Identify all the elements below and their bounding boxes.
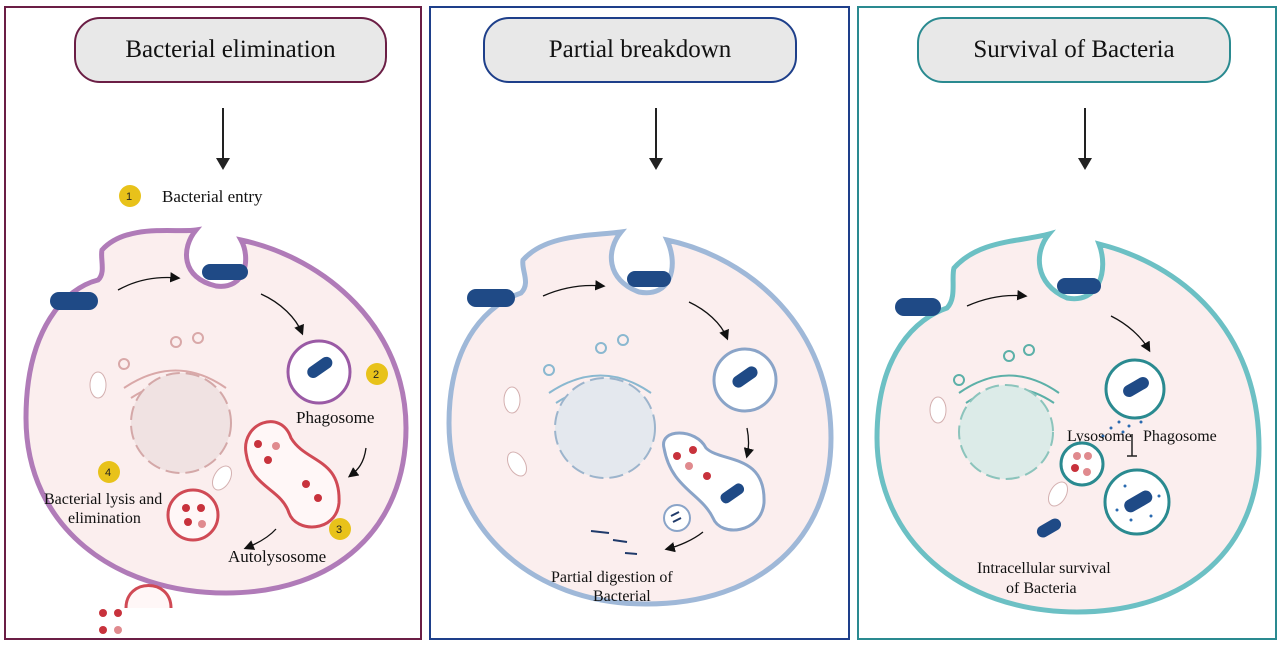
partial-digestion-label-line1: Partial digestion of: [551, 569, 673, 586]
lysosome: [1059, 441, 1105, 487]
lysosome-label: Lysosome: [1067, 428, 1132, 445]
survival-label-line2: of Bacteria: [1006, 580, 1077, 597]
panel-survival-of-bacteria: Survival of Bacteria Lysosome Phagosome …: [857, 6, 1277, 640]
panel-bacterial-elimination: Bacterial elimination 1 Bacterial entry …: [4, 6, 422, 640]
cell-diagram: 1 Bacterial entry 2 Phagosome 3 Autolyso…: [23, 108, 409, 634]
nucleus: [554, 377, 656, 479]
survival-label-line1: Intracellular survival: [977, 560, 1111, 577]
panel-title: Partial breakdown: [483, 17, 797, 83]
phagosome-surviving-bacterium: [1103, 468, 1171, 536]
bacterial-fragments: [590, 530, 638, 555]
phagosome: [712, 347, 778, 413]
autolysosome-label: Autolysosome: [228, 547, 326, 566]
cell-diagram: Partial digestion of Bacterial: [446, 108, 834, 607]
mitochondrion: [1048, 481, 1068, 507]
bacterium: [1057, 278, 1101, 294]
svg-text:2: 2: [373, 369, 379, 381]
step-badge-1: 1: [119, 185, 141, 207]
down-arrow-icon: [1078, 108, 1092, 170]
svg-text:3: 3: [336, 524, 342, 536]
phagosome: [286, 339, 352, 405]
autolysosome: [662, 431, 766, 532]
mitochondrion: [929, 396, 947, 424]
nucleus: [130, 372, 232, 474]
step-badge-3: 3: [329, 518, 351, 540]
step-badge-2: 2: [366, 363, 388, 385]
svg-text:1: 1: [126, 191, 132, 203]
vesicle: [663, 504, 691, 532]
panel-title: Survival of Bacteria: [917, 17, 1231, 83]
inhibition-symbol-icon: [1127, 434, 1137, 457]
autolysosome: [244, 420, 341, 529]
bacterium-surviving: [1036, 518, 1062, 538]
bacterium: [895, 298, 941, 316]
partial-digestion-label-line2: Bacterial: [593, 588, 651, 605]
released-enzymes: [99, 609, 122, 634]
phagosome-label: Phagosome: [1143, 428, 1217, 445]
phagosome: [1104, 358, 1166, 420]
down-arrow-icon: [216, 108, 230, 170]
mitochondrion: [507, 451, 527, 477]
panel-title: Bacterial elimination: [74, 17, 387, 83]
phagosome-label: Phagosome: [296, 408, 374, 427]
svg-text:4: 4: [105, 467, 111, 479]
bacterium: [627, 271, 671, 287]
bacterium: [202, 264, 248, 280]
lysosome: [166, 488, 220, 542]
bacterium: [467, 289, 515, 307]
secreted-particles: [1101, 420, 1143, 438]
cell-diagram: Lysosome Phagosome Intracellular surviva…: [874, 108, 1262, 615]
nucleus: [958, 384, 1054, 480]
lysis-label-line1: Bacterial lysis and: [44, 491, 162, 508]
step-label-entry: Bacterial entry: [162, 187, 263, 206]
exocytosis-vesicle: [124, 584, 173, 609]
step-badge-4: 4: [98, 461, 120, 483]
lysis-label-line2: elimination: [68, 510, 141, 527]
mitochondrion: [503, 386, 521, 414]
mitochondrion: [212, 465, 233, 491]
panel-partial-breakdown: Partial breakdown Partial digestion of B…: [429, 6, 850, 640]
bacterium: [50, 292, 98, 310]
down-arrow-icon: [649, 108, 663, 170]
mitochondrion: [89, 371, 107, 399]
